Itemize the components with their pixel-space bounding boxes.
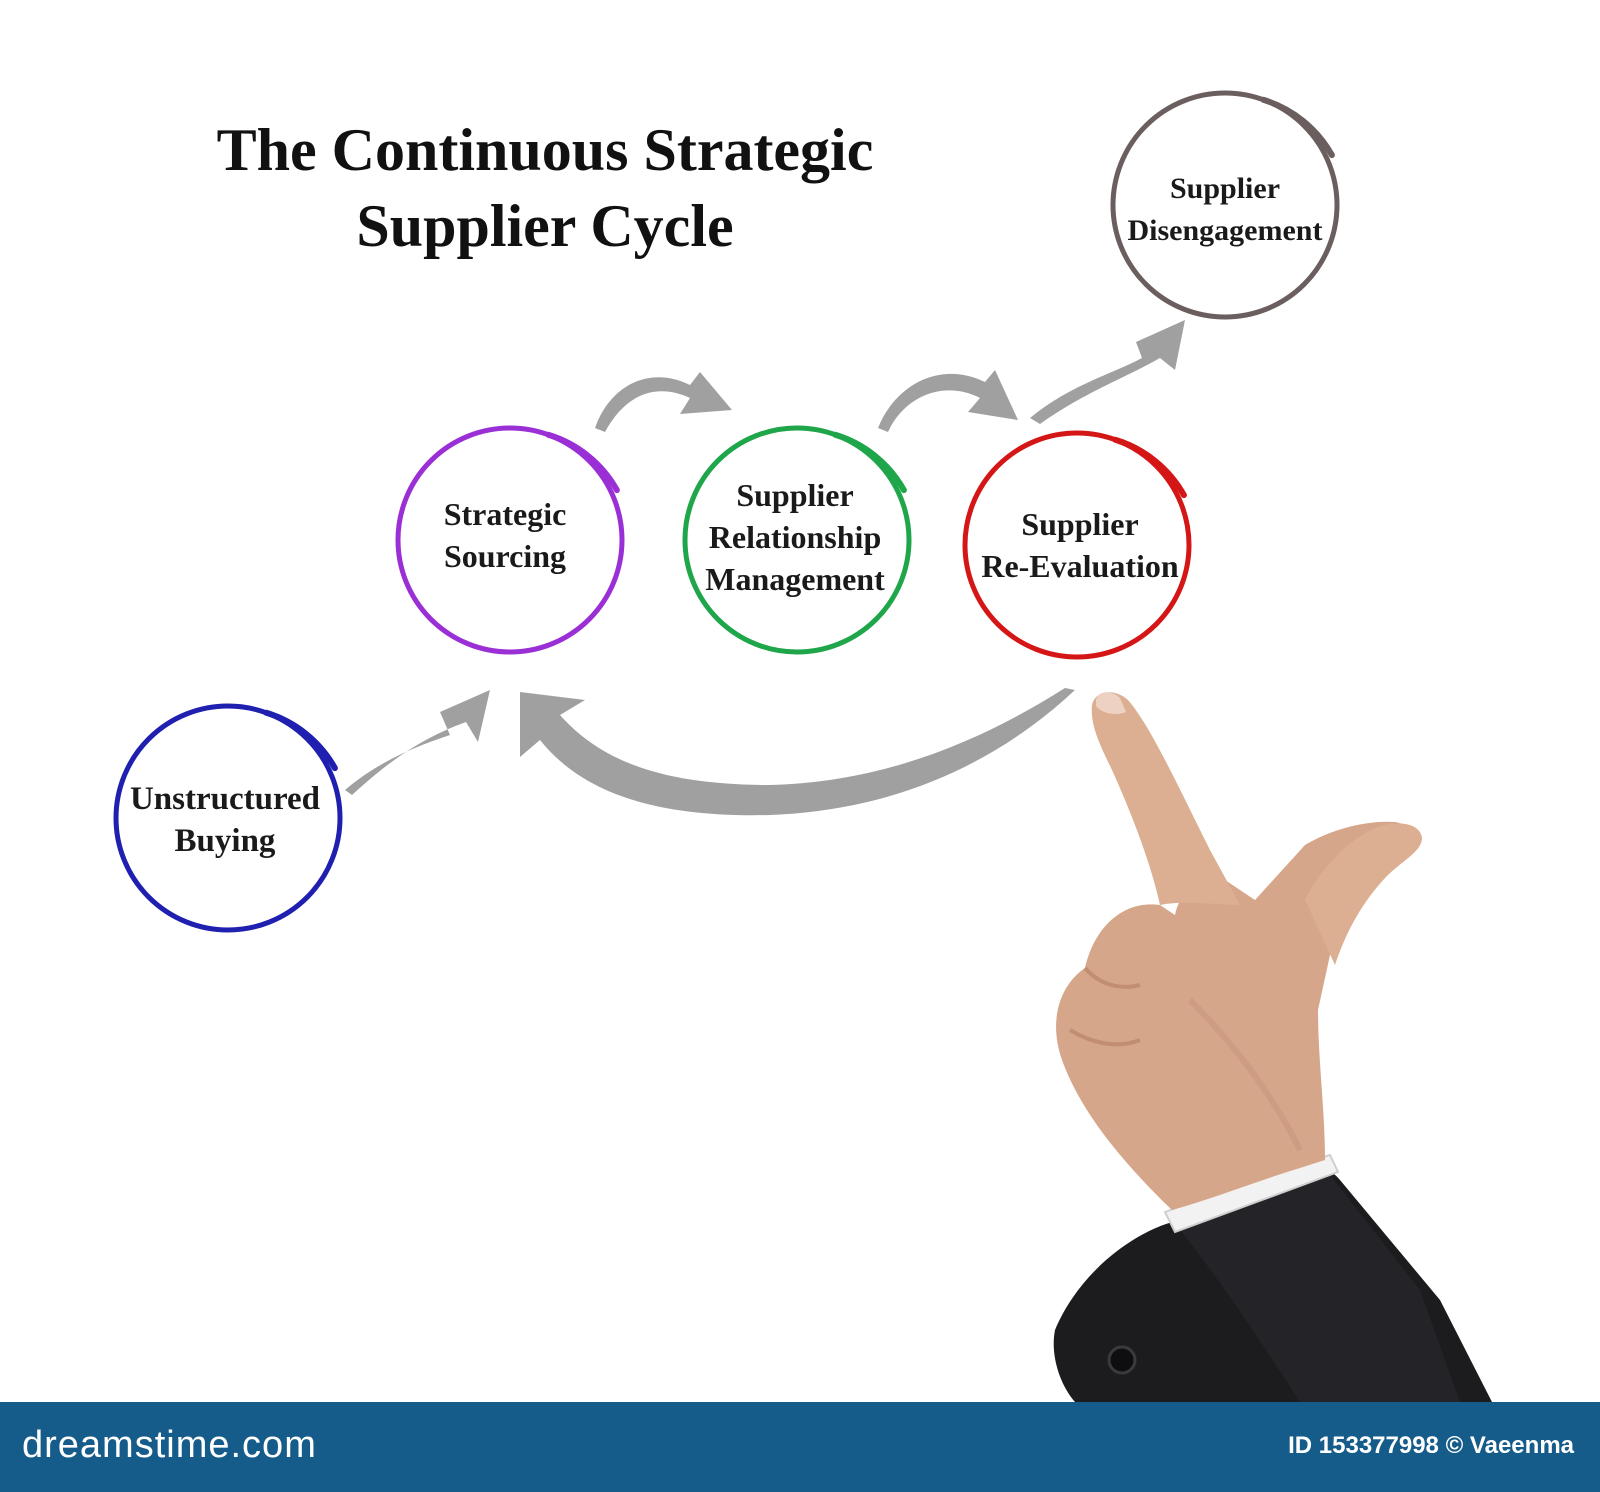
thumb bbox=[1305, 823, 1422, 965]
node-label-strategic-sourcing: Strategic Sourcing bbox=[395, 470, 615, 600]
arrow-unstructured-to-sourcing bbox=[345, 690, 490, 795]
node-label-line: Relationship bbox=[708, 519, 882, 555]
arrows-layer bbox=[345, 320, 1185, 816]
arrow-sourcing-to-relationship bbox=[595, 372, 732, 432]
node-label-line: Sourcing bbox=[443, 538, 567, 574]
node-label-unstructured-buying: Unstructured Buying bbox=[110, 755, 340, 885]
node-circle-tail-unstructured bbox=[263, 709, 338, 772]
node-circle-disengagement bbox=[1110, 90, 1340, 320]
diagram-title-line-1: The Continuous Strategic bbox=[216, 117, 874, 183]
node-label-line: Unstructured bbox=[129, 781, 321, 817]
diagram-title-line-2: Supplier Cycle bbox=[356, 193, 734, 259]
node-circle-relationship bbox=[682, 425, 912, 655]
diagram-title: The Continuous Strategic Supplier Cycle bbox=[130, 112, 960, 264]
node-label-line: Supplier bbox=[736, 477, 854, 513]
node-label-supplier-relationship-management: Supplier Relationship Management bbox=[675, 462, 915, 612]
node-circle-tail-relationship bbox=[832, 431, 907, 494]
stock-footer-bar: dreamstime.com ID 153377998 © Vaeenma bbox=[0, 1402, 1600, 1492]
node-label-line: Strategic bbox=[443, 496, 567, 532]
palm-shading bbox=[1187, 997, 1303, 1152]
suit-sleeve-shade bbox=[1180, 1175, 1460, 1402]
node-circle-tail-disengagement bbox=[1260, 96, 1335, 159]
node-circle-tail-sourcing bbox=[545, 431, 620, 494]
circles-layer bbox=[113, 90, 1340, 933]
node-label-line: Re-Evaluation bbox=[981, 548, 1179, 584]
node-label-line: Buying bbox=[174, 823, 276, 859]
node-circle-sourcing bbox=[395, 425, 625, 655]
node-circle-tail-reevaluation bbox=[1112, 436, 1187, 499]
node-label-line: Management bbox=[705, 561, 885, 597]
node-label-line: Disengagement bbox=[1127, 214, 1323, 247]
node-label-line: Supplier bbox=[1021, 506, 1139, 542]
arrow-reevaluation-to-disengagement bbox=[1030, 320, 1185, 424]
stock-image-id: ID 153377998 © Vaeenma bbox=[1288, 1432, 1574, 1459]
arrow-relationship-to-reevaluation bbox=[878, 370, 1018, 432]
node-circle-reevaluation bbox=[962, 430, 1192, 660]
node-circle-unstructured bbox=[113, 703, 343, 933]
stock-brand-logo: dreamstime.com bbox=[22, 1424, 317, 1466]
node-label-line: Supplier bbox=[1169, 172, 1281, 205]
sleeve-button bbox=[1107, 1345, 1137, 1375]
pointing-hand-illustration bbox=[1053, 692, 1492, 1402]
arrow-reevaluation-to-sourcing bbox=[520, 688, 1075, 816]
index-finger bbox=[1091, 692, 1240, 905]
node-label-supplier-disengagement: Supplier Disengagement bbox=[1100, 145, 1350, 275]
node-label-supplier-re-evaluation: Supplier Re-Evaluation bbox=[955, 480, 1205, 610]
knuckle-shading bbox=[1068, 966, 1141, 1047]
fingernail bbox=[1096, 692, 1126, 714]
